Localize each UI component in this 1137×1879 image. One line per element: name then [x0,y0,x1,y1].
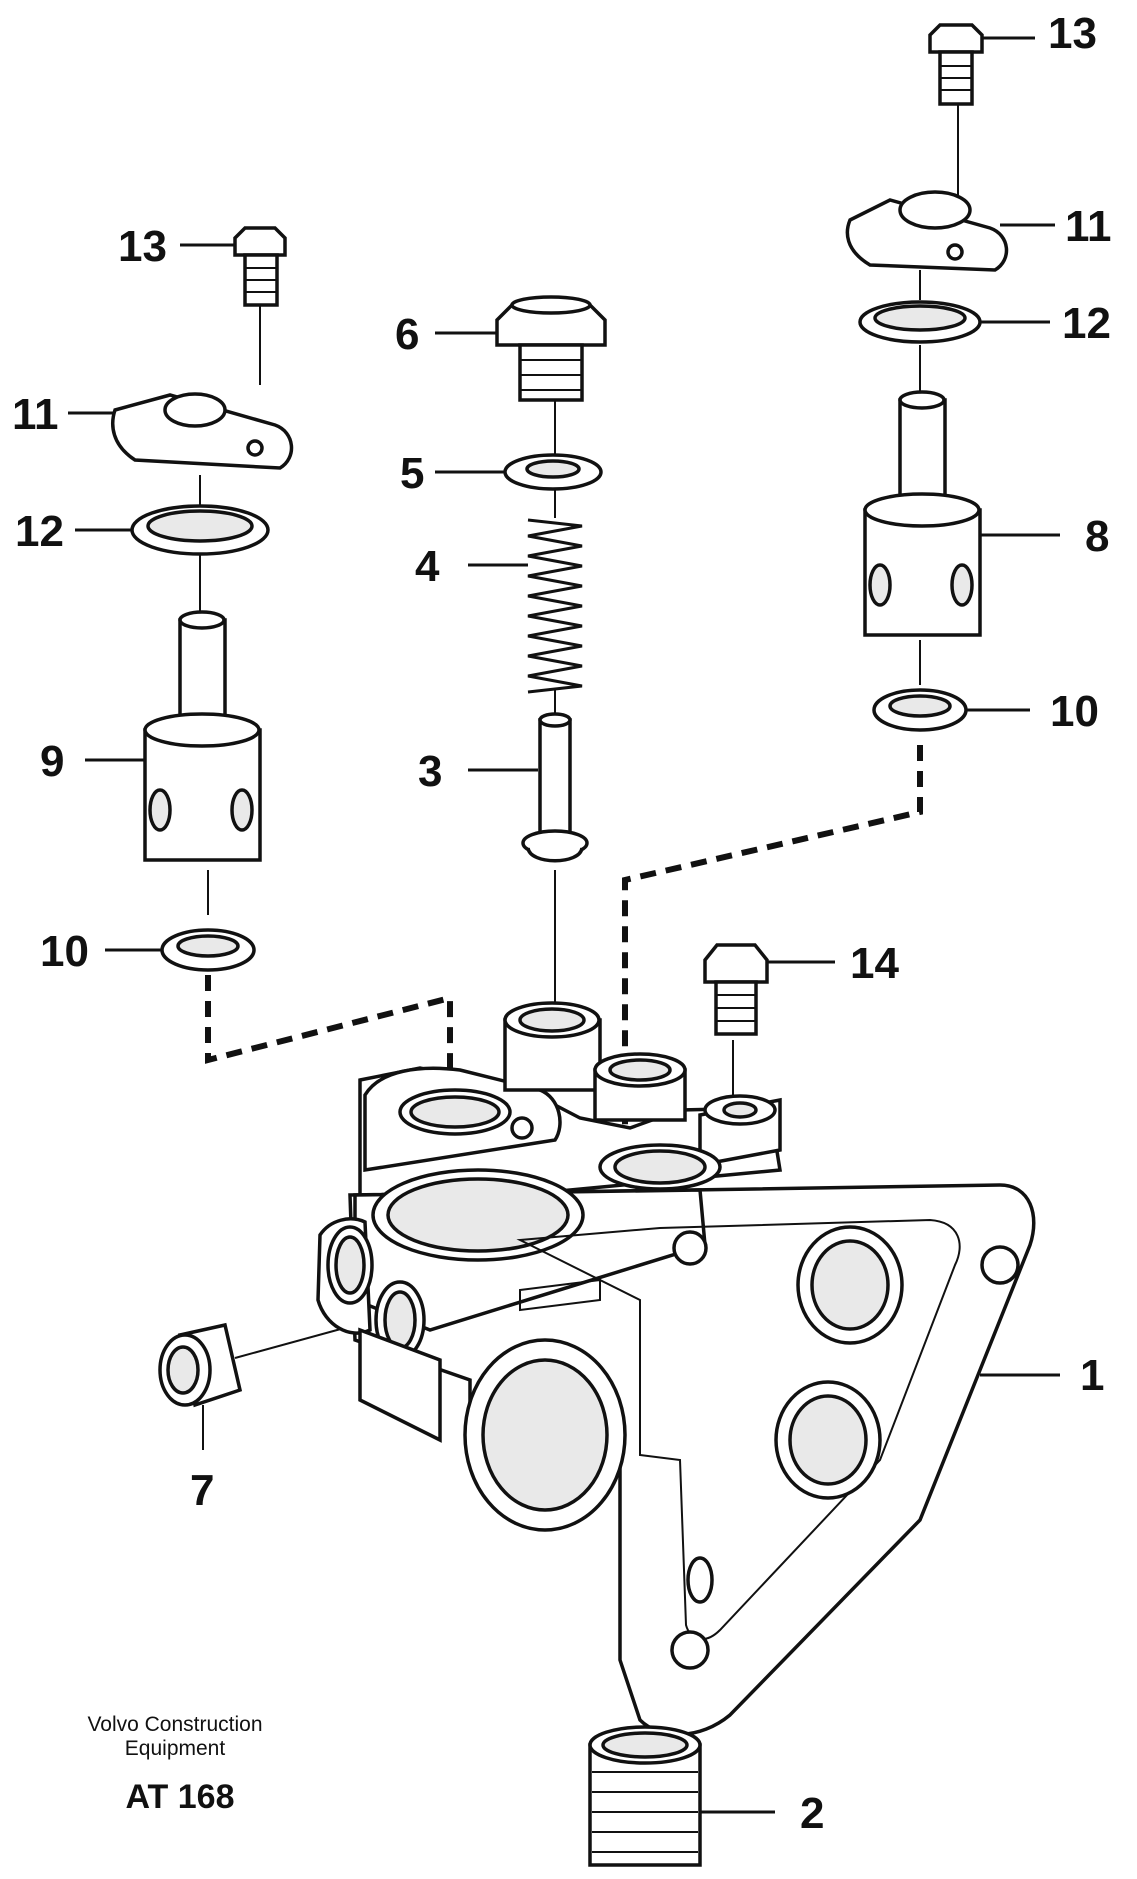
callout-10-right: 10 [1050,687,1099,736]
dashed-path-right [622,745,923,1140]
figure-code: AT 168 [126,1778,235,1816]
part-11-cover-right [845,190,1009,272]
part-12-o-ring-right [858,300,982,344]
part-11-cover-left [111,392,294,470]
part-7-cap [158,1322,243,1408]
caption-line-2: Equipment [125,1737,226,1760]
part-9-valve-left [143,610,262,862]
part-1-housing [316,1001,1036,1737]
part-2-threaded-sleeve [588,1725,702,1867]
callout-9: 9 [40,737,64,786]
part-8-valve-right [863,390,982,637]
dashed-path-left [205,975,453,1120]
callout-14: 14 [850,939,899,988]
part-13-bolt-left [233,226,287,307]
caption-line-1: Volvo Construction [87,1713,262,1736]
part-14-bolt [703,943,769,1036]
part-4-spring [527,518,583,694]
part-6-plug [495,295,607,402]
part-10-seal-ring-left [160,928,256,972]
callout-8: 8 [1085,512,1109,561]
callout-1: 1 [1080,1351,1104,1400]
callout-13-right: 13 [1048,9,1097,58]
callout-7: 7 [190,1466,214,1515]
callout-10-left: 10 [40,927,89,976]
callout-6: 6 [395,310,419,359]
part-3-valve-piston [521,712,589,863]
callout-12-right: 12 [1062,299,1111,348]
part-10-seal-ring-right [872,688,968,732]
part-5-washer [503,453,603,491]
callout-12-left: 12 [15,507,64,556]
callout-11-left: 11 [12,390,59,439]
callout-2: 2 [800,1789,824,1838]
callout-5: 5 [400,449,424,498]
callout-11-right: 11 [1065,202,1112,251]
callout-4: 4 [415,542,440,591]
callout-3: 3 [418,747,442,796]
part-12-o-ring-left [130,504,270,556]
callout-13-left: 13 [118,222,167,271]
part-13-bolt-right [928,23,984,106]
